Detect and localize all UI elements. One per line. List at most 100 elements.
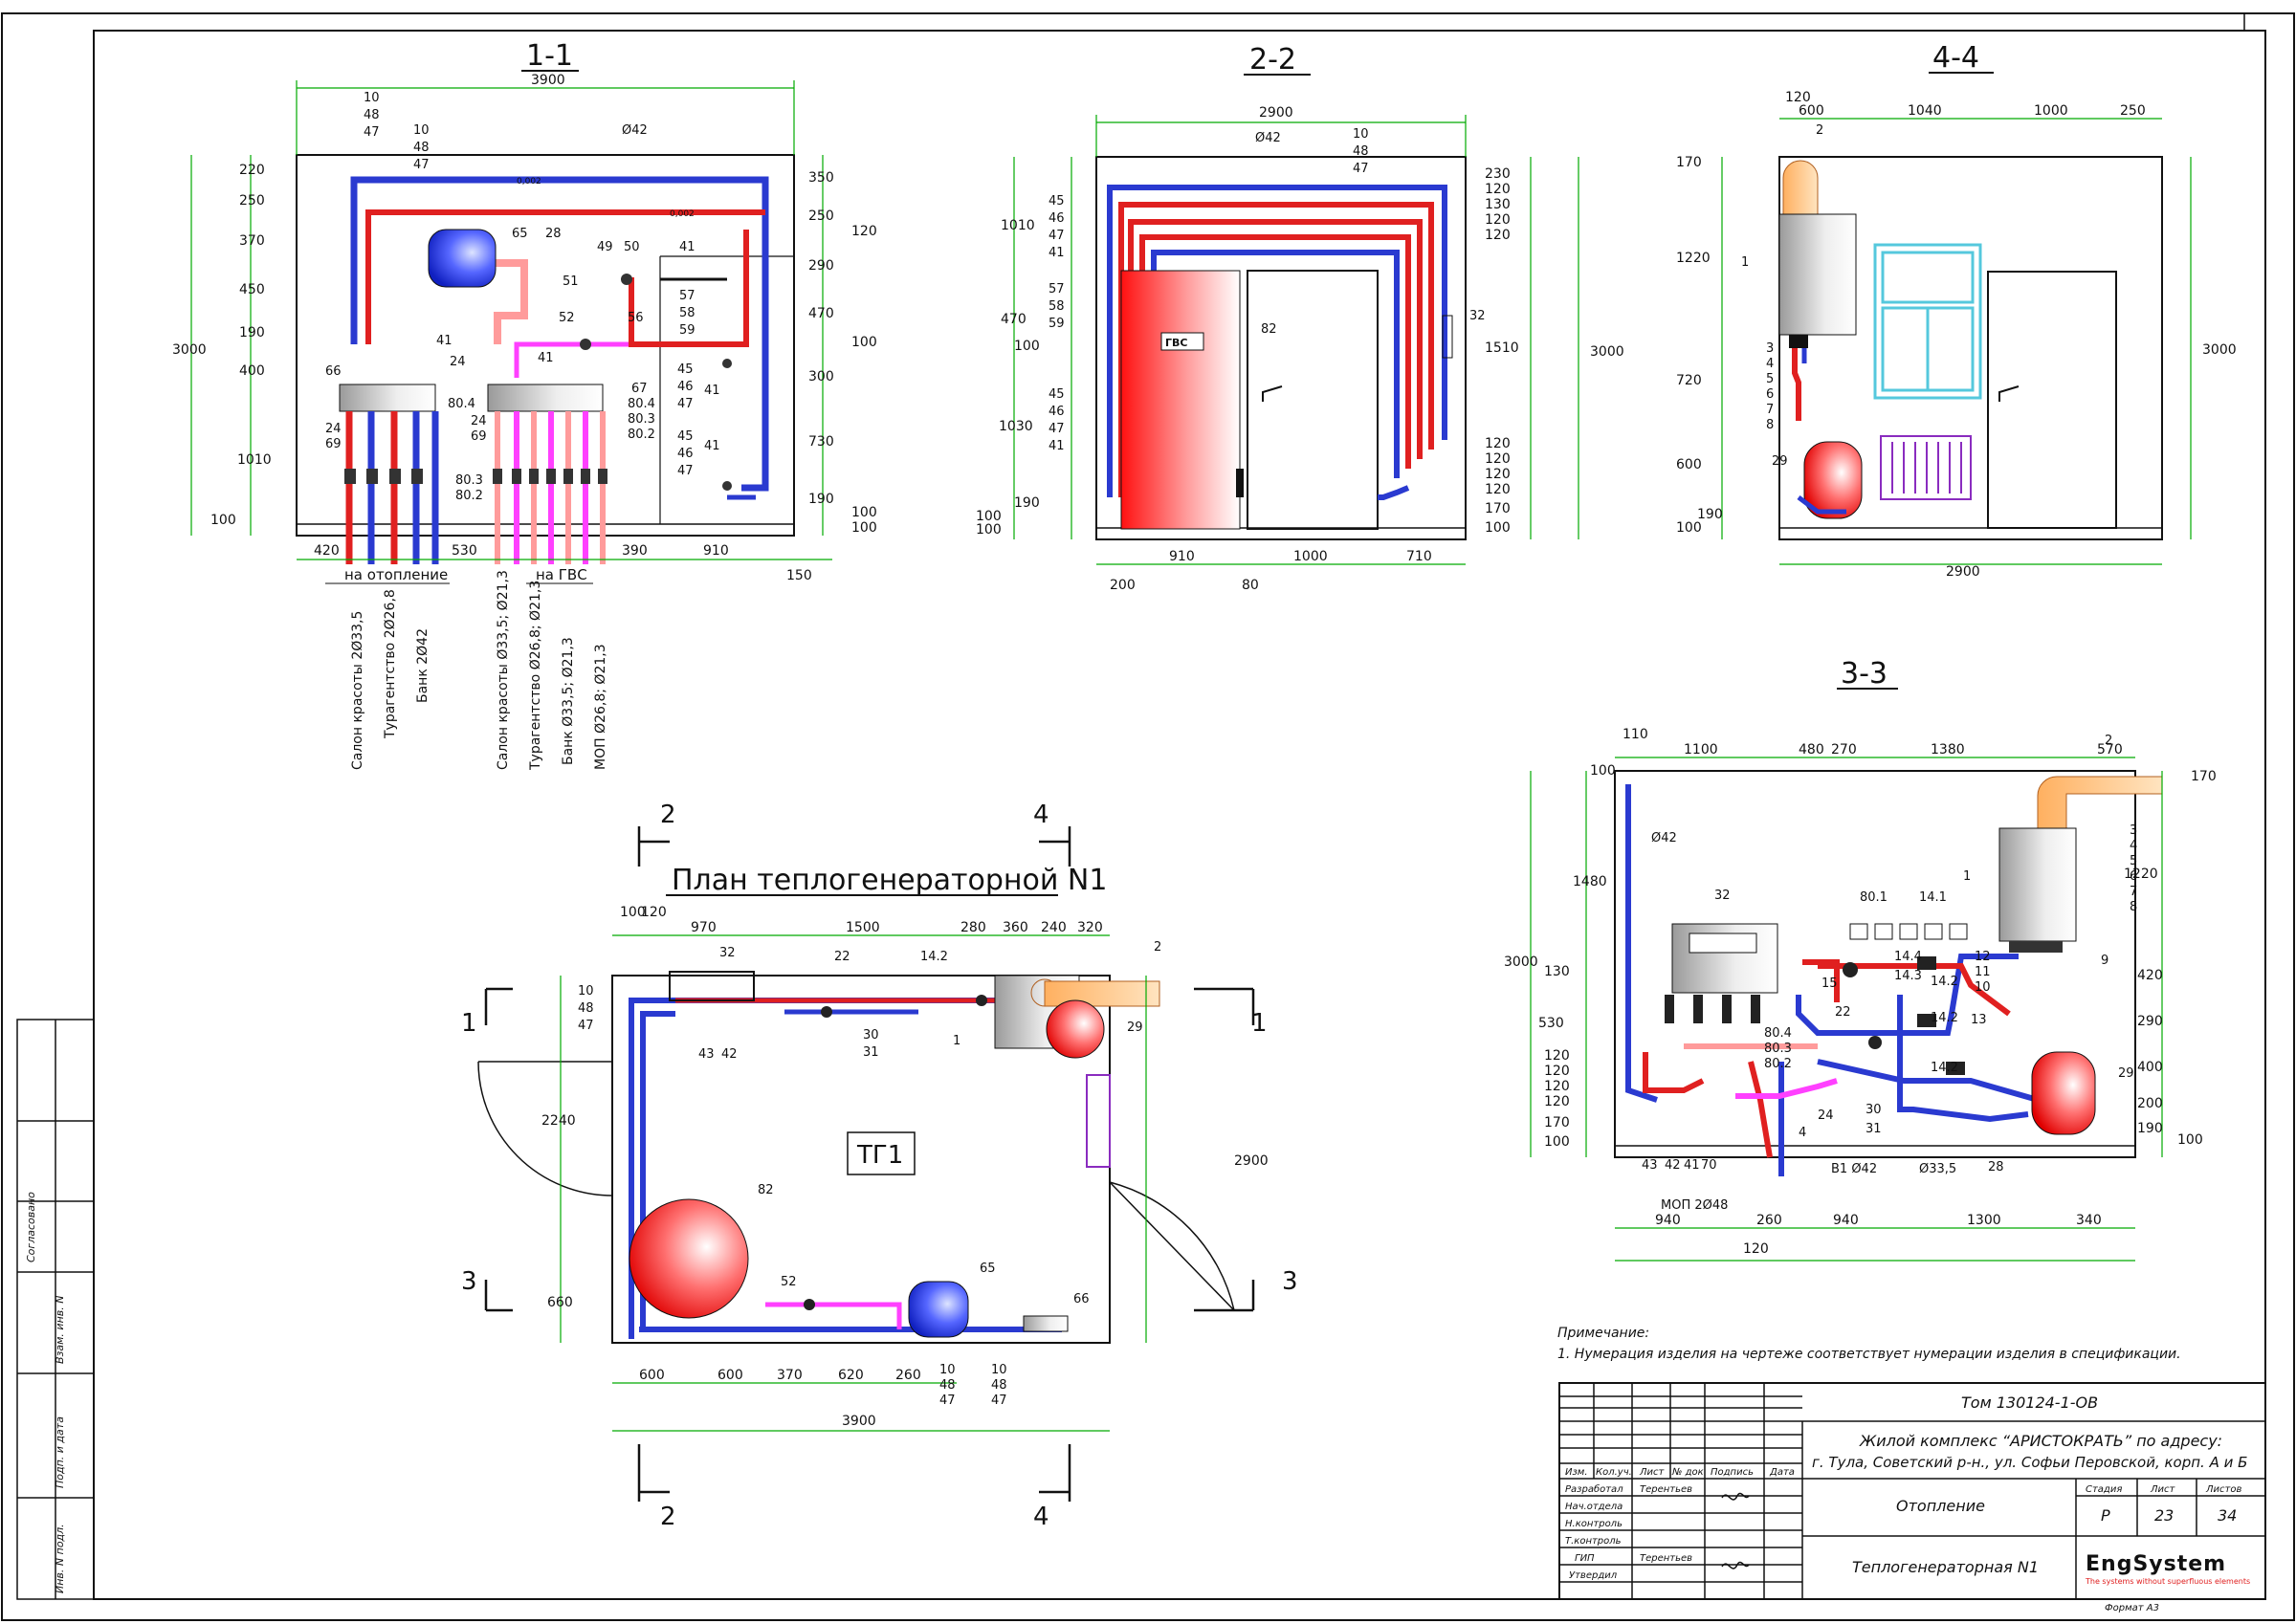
svg-text:31: 31 — [1866, 1122, 1882, 1136]
svg-text:190: 190 — [808, 492, 834, 507]
door-2-2 — [1247, 270, 1379, 530]
svg-text:41: 41 — [704, 384, 720, 398]
svg-text:120: 120 — [1485, 467, 1511, 482]
svg-text:52: 52 — [781, 1275, 797, 1289]
svg-text:8: 8 — [1766, 418, 1774, 432]
heating-manifold — [339, 384, 436, 412]
svg-text:69: 69 — [471, 429, 487, 444]
svg-text:170: 170 — [1544, 1115, 1570, 1130]
plan-radiator — [1086, 1074, 1111, 1168]
door-4-4 — [1987, 271, 2117, 529]
svg-text:24: 24 — [450, 355, 466, 369]
svg-text:2: 2 — [1816, 123, 1823, 138]
svg-text:290: 290 — [2137, 1014, 2163, 1029]
svg-text:2: 2 — [2105, 734, 2112, 748]
svg-text:120: 120 — [1544, 1064, 1570, 1079]
svg-text:80: 80 — [1242, 578, 1259, 593]
dims-3-3-top: 110 1100 480 270 1380 570 — [1623, 727, 2123, 757]
svg-text:120: 120 — [851, 224, 877, 239]
svg-text:Подпись: Подпись — [1711, 1467, 1754, 1478]
svg-text:50: 50 — [624, 240, 640, 254]
svg-text:29: 29 — [2118, 1066, 2134, 1081]
svg-text:250: 250 — [239, 193, 265, 208]
svg-text:100: 100 — [976, 522, 1002, 538]
svg-text:47: 47 — [939, 1394, 956, 1408]
svg-text:Согласовано: Согласовано — [25, 1192, 37, 1262]
svg-text:10: 10 — [939, 1363, 956, 1377]
dim-4-4-bottom: 2900 — [1946, 564, 1980, 580]
svg-text:45: 45 — [1049, 194, 1065, 208]
svg-text:41: 41 — [1049, 246, 1065, 260]
svg-text:1000: 1000 — [2034, 103, 2068, 119]
svg-text:100: 100 — [620, 905, 646, 920]
svg-text:48: 48 — [413, 141, 430, 155]
svg-text:120: 120 — [1544, 1094, 1570, 1109]
dims-plan-top: 100 120 970 1500 280 360 240 320 2 — [620, 905, 1161, 955]
flue-pipe-4-4 — [1782, 160, 1819, 215]
room-outline-1-1 — [296, 154, 795, 537]
flue-pipe-3-3 — [2037, 776, 2163, 829]
dim-2-2-top: 2900 — [1259, 105, 1293, 121]
svg-text:0,002: 0,002 — [517, 177, 541, 187]
sheet-frame — [1, 12, 2295, 1621]
dim-1-1-total: 3000 — [172, 342, 207, 358]
return-pipe-1-1 — [350, 176, 769, 492]
svg-text:120: 120 — [1743, 1241, 1769, 1257]
svg-text:1010: 1010 — [1001, 218, 1035, 233]
svg-text:100: 100 — [851, 335, 877, 350]
company-slogan: The systems without superfluous elements — [2085, 1577, 2250, 1586]
svg-text:120: 120 — [1485, 436, 1511, 451]
svg-text:100: 100 — [851, 520, 877, 536]
diameter-1-1: Ø42 — [622, 123, 648, 138]
svg-text:4: 4 — [1766, 357, 1774, 371]
svg-text:41: 41 — [1684, 1158, 1700, 1173]
expansion-tank-65 — [428, 229, 497, 288]
svg-text:120: 120 — [1544, 1079, 1570, 1094]
svg-text:Утвердил: Утвердил — [1569, 1570, 1618, 1581]
svg-text:600: 600 — [718, 1368, 743, 1383]
svg-text:100: 100 — [976, 509, 1002, 524]
svg-text:3: 3 — [1282, 1267, 1298, 1296]
svg-text:3: 3 — [461, 1267, 477, 1296]
svg-text:2: 2 — [660, 1503, 676, 1531]
svg-text:5: 5 — [2130, 854, 2137, 868]
svg-text:4: 4 — [2130, 839, 2137, 853]
expansion-tank-29-4-4 — [1803, 441, 1863, 519]
svg-text:7: 7 — [1766, 403, 1774, 417]
supply-pipe-1-1 — [365, 209, 765, 344]
svg-text:570: 570 — [2097, 742, 2123, 757]
svg-text:Изм.: Изм. — [1565, 1467, 1588, 1478]
svg-text:120: 120 — [1485, 451, 1511, 467]
svg-text:120: 120 — [1485, 182, 1511, 197]
svg-text:47: 47 — [1049, 229, 1065, 243]
cut-mark-labels: 2 4 1 1 3 3 2 4 — [461, 801, 1298, 1531]
svg-text:450: 450 — [239, 282, 265, 297]
gas-boiler-3-3 — [1998, 827, 2077, 942]
expansion-tank-29-3-3 — [2031, 1051, 2096, 1135]
svg-text:52: 52 — [559, 311, 575, 325]
svg-text:290: 290 — [808, 258, 834, 274]
svg-text:МОП Ø26,8; Ø21,3: МОП Ø26,8; Ø21,3 — [593, 644, 608, 770]
cut-marks — [484, 826, 1255, 1502]
svg-text:47: 47 — [1049, 422, 1065, 436]
svg-text:420: 420 — [2137, 968, 2163, 983]
dims-2-2-left: 1010 470 100 1030 190 100 100 — [976, 218, 1040, 538]
svg-text:11: 11 — [1975, 965, 1991, 979]
pipe-network-3-3 — [1625, 784, 2039, 1176]
tags-3-3: 2 1 32 80.1 14.1 12 11 10 13 9 15 22 14.… — [1642, 734, 2137, 1174]
svg-text:80.4: 80.4 — [628, 397, 655, 411]
svg-text:Турагентство Ø26,8; Ø21,3: Турагентство Ø26,8; Ø21,3 — [528, 581, 543, 771]
svg-text:10: 10 — [364, 91, 380, 105]
svg-text:42: 42 — [1665, 1158, 1681, 1173]
svg-text:420: 420 — [314, 543, 340, 559]
dim-plan-total: 3900 — [842, 1414, 876, 1429]
svg-text:1220: 1220 — [2124, 867, 2158, 882]
tags-4-4: 2 1 3 4 5 6 7 8 29 — [1741, 123, 1823, 469]
svg-text:47: 47 — [364, 125, 380, 140]
company-logo: EngSystem — [2086, 1552, 2226, 1576]
diameter-2-2: Ø42 — [1255, 131, 1281, 145]
svg-text:2: 2 — [1154, 940, 1161, 955]
svg-text:400: 400 — [2137, 1060, 2163, 1075]
svg-text:1040: 1040 — [1908, 103, 1942, 119]
